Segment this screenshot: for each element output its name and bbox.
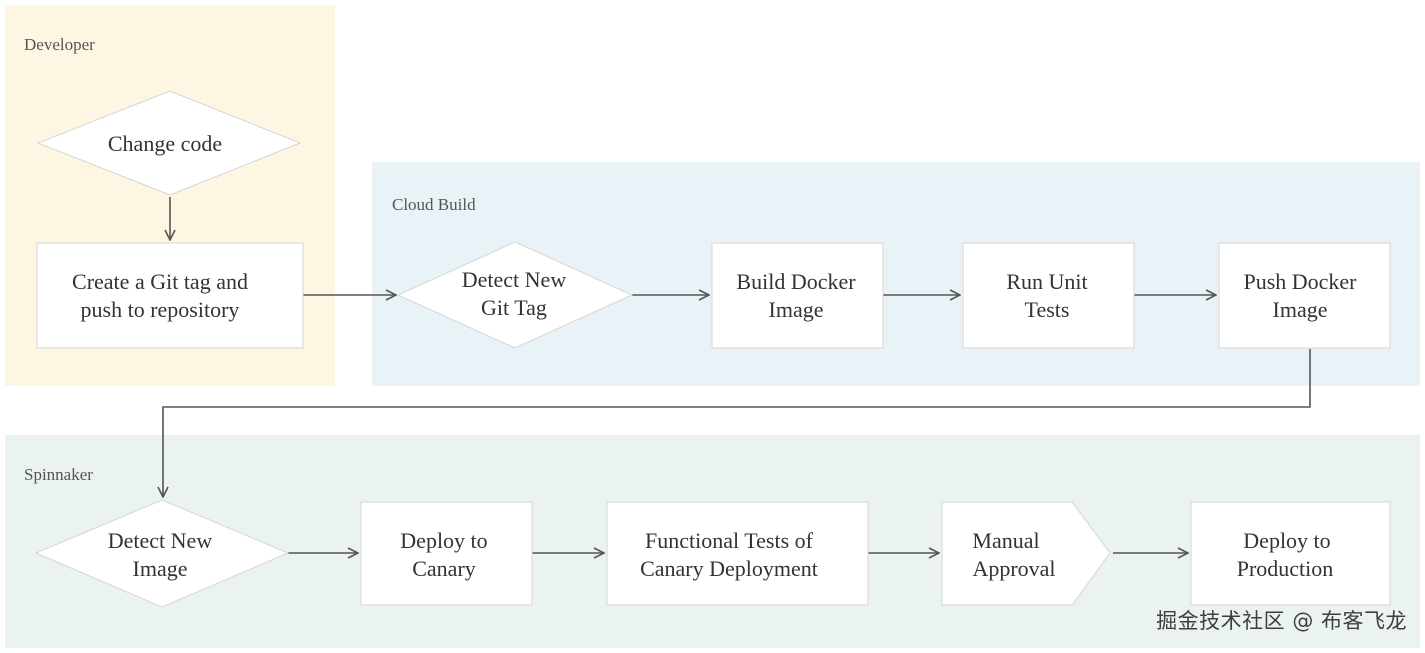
create-git-tag-node [36, 242, 304, 349]
run-unit-tests-node [962, 242, 1135, 349]
change-code-label: Change code [108, 131, 222, 156]
deploy-canary-node [360, 501, 533, 606]
functional-tests-node [606, 501, 869, 606]
deploy-production-node [1190, 501, 1391, 606]
developer-lane-label: Developer [24, 35, 95, 54]
edge-push-to-detect-image [163, 349, 1311, 497]
push-docker-node [1218, 242, 1391, 349]
detect-image-node [34, 499, 290, 608]
spinnaker-lane-label: Spinnaker [24, 465, 93, 484]
cloud-build-lane-label: Cloud Build [392, 195, 476, 214]
detect-git-tag-node [396, 241, 634, 349]
build-docker-node [711, 242, 884, 349]
watermark: 掘金技术社区 @ 布客飞龙 [1156, 609, 1407, 633]
change-code-node [36, 90, 302, 196]
manual-approval-node [941, 501, 1111, 606]
